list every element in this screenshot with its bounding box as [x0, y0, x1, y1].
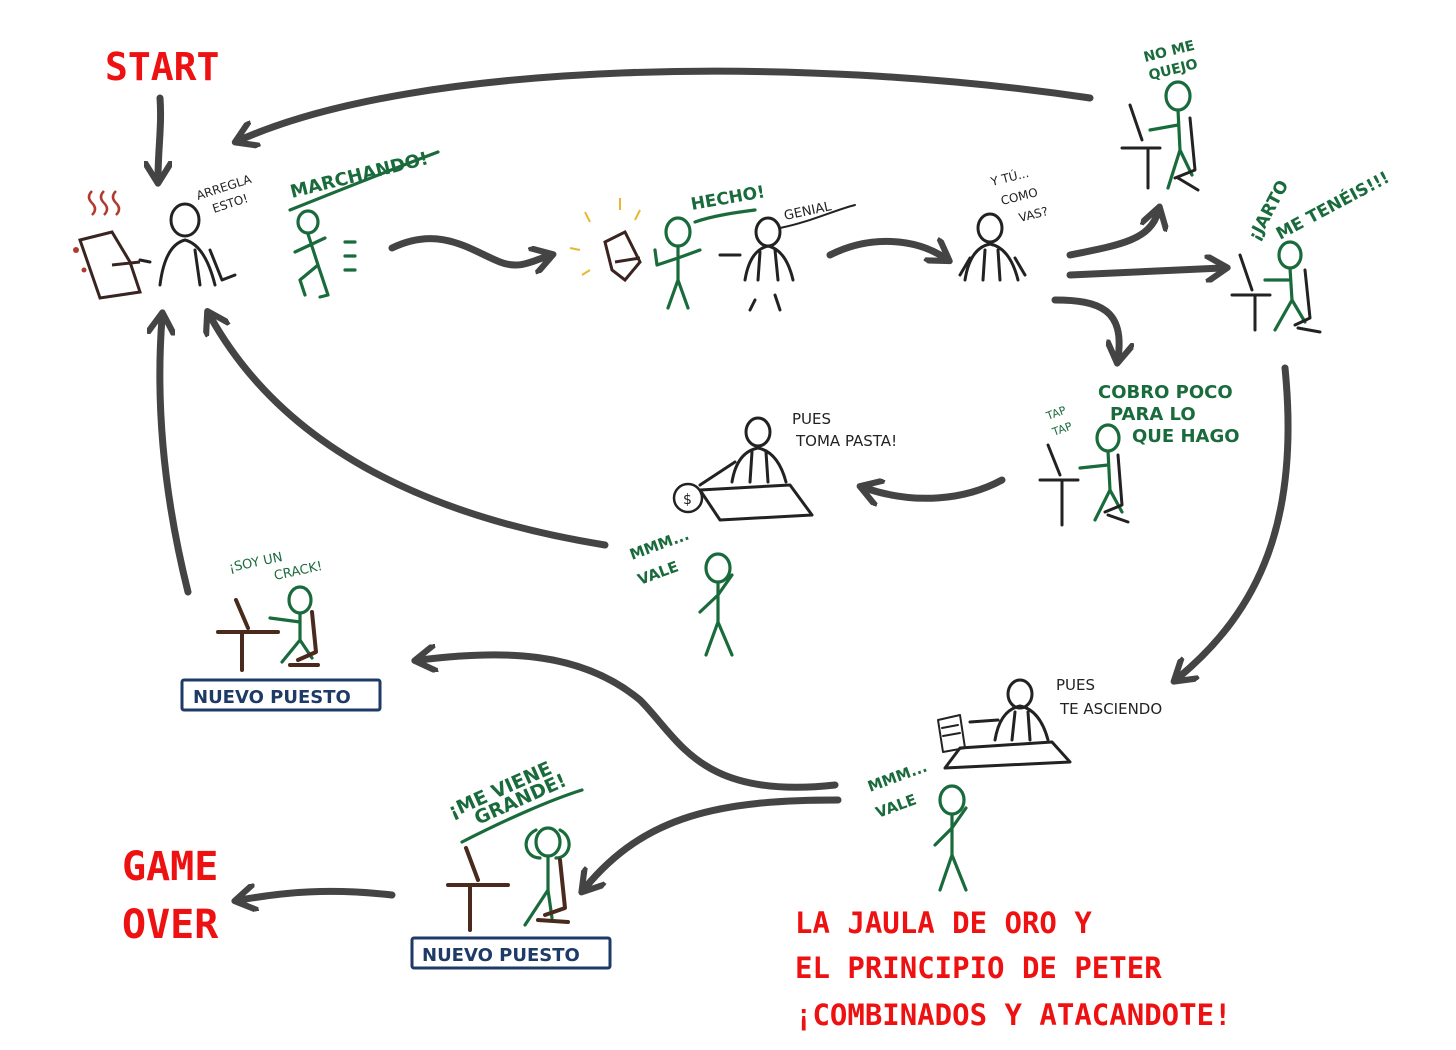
- broken-laptop-icon: [78, 230, 142, 300]
- arrow-to-question: [826, 241, 945, 258]
- desk-icon-2: [1230, 253, 1272, 332]
- arrow-start-down: [158, 94, 161, 178]
- bubble-cobro-1: COBRO POCO: [1098, 382, 1233, 403]
- chair-icon-crack: [288, 610, 320, 667]
- game-over-line-1: GAME: [122, 844, 218, 890]
- scene-cobro-poco: COBRO POCO PARA LO QUE HAGO TAP TAP: [1038, 382, 1240, 527]
- running-figure: [293, 209, 330, 299]
- bubble-marchando: MARCHANDO!: [288, 148, 430, 203]
- hecho-underline: [693, 208, 757, 224]
- nuevo-puesto-box-2: [410, 936, 612, 970]
- worker-figure-nomequejo: [1148, 80, 1194, 190]
- scene-te-asciendo: PUES TE ASCIENDO: [937, 676, 1162, 770]
- scene-hecho-genial: HECHO! GENIAL: [569, 182, 856, 312]
- arrow-vale-to-grande: [585, 796, 842, 888]
- boss-figure-1: [138, 202, 237, 287]
- nuevo-puesto-box-1: [180, 678, 382, 712]
- worker-figure-crack: [268, 585, 314, 664]
- speed-lines: [343, 240, 357, 272]
- glow-rays: [569, 198, 641, 276]
- bubble-mmm-vale-1-a: MMM...: [627, 526, 691, 564]
- scene-me-viene-grande: ¡ME VIENE GRANDE! NUEVO PUESTO: [410, 757, 612, 970]
- caption-line-2: EL PRINCIPIO DE PETER: [795, 951, 1162, 985]
- worker-figure-grande: [523, 826, 571, 927]
- scene-ytu-comovas: Y TÚ... COMO VAS?: [958, 165, 1049, 282]
- nuevo-puesto-label-1: NUEVO PUESTO: [193, 687, 351, 708]
- money-bag-icon: [672, 482, 704, 514]
- steam-icon: [87, 190, 121, 216]
- arrow-to-paymoney: [865, 476, 1006, 498]
- scene-soy-crack: ¡SOY UN CRACK! NUEVO PUESTO: [180, 550, 382, 712]
- bubble-mmm-vale-2-a: MMM...: [865, 758, 929, 796]
- chair-icon-grande: [536, 858, 570, 924]
- boss-figure-pasta: [698, 416, 788, 487]
- fixed-laptop-icon: [603, 229, 642, 283]
- bubble-asciendo-2: TE ASCIENDO: [1059, 700, 1162, 718]
- desk-icon-pasta: [698, 483, 814, 522]
- spark-dots: [73, 247, 79, 253]
- bubble-taptap-1: TAP: [1044, 404, 1069, 424]
- nuevo-puesto-label-2: NUEVO PUESTO: [422, 945, 580, 966]
- boss-figure-question: [958, 212, 1027, 282]
- arrow-vale-to-crack: [420, 655, 839, 791]
- bubble-ytu-3: VAS?: [1017, 204, 1049, 225]
- boss-figure-asciendo: [968, 678, 1050, 742]
- bubble-taptap-2: TAP: [1050, 420, 1075, 440]
- marchando-underline: [288, 150, 440, 212]
- scene-no-me-quejo: NO ME QUEJO: [1120, 38, 1200, 192]
- worker-figure-vale-2: [933, 784, 968, 892]
- scene-broken-laptop: ARREGLA ESTO!: [73, 172, 254, 300]
- caption-line-3: ¡COMBINADOS Y ATACANDOTE!: [795, 998, 1232, 1032]
- caption-line-1: LA JAULA DE ORO Y: [795, 906, 1092, 940]
- desk-icon-1: [1120, 103, 1162, 190]
- desk-icon-crack: [216, 598, 280, 672]
- arrow-to-cobro: [1051, 296, 1119, 358]
- money-bag-symbol: $: [683, 492, 692, 508]
- bubble-asciendo-1: PUES: [1056, 676, 1095, 694]
- bubble-harto-2: ME TENÉIS!!!: [1272, 166, 1393, 244]
- bubble-ytu-2: COMO: [999, 185, 1039, 208]
- arrow-to-gameover: [240, 891, 396, 900]
- scene-marchando: MARCHANDO!: [288, 148, 440, 299]
- bubble-pues-toma-2: TOMA PASTA!: [795, 432, 897, 450]
- scene-mmm-vale-2: MMM... VALE: [865, 758, 968, 892]
- arrow-top-return: [240, 67, 1094, 140]
- scene-harto: ¡JARTO ME TENÉIS!!!: [1230, 166, 1393, 334]
- scene-toma-pasta: $ PUES TOMA PASTA!: [672, 410, 897, 522]
- arrow-to-nomequejo: [1066, 212, 1158, 259]
- genial-underline: [779, 204, 856, 229]
- chair-icon-1: [1173, 116, 1200, 192]
- arrow-to-done: [388, 235, 548, 265]
- flow-arrows: [158, 67, 1292, 900]
- start-label: START: [105, 45, 219, 89]
- desk-icon-grande: [446, 846, 510, 932]
- game-over-line-2: OVER: [122, 902, 219, 948]
- desk-icon-3: [1038, 443, 1080, 527]
- arrow-vale-return: [210, 316, 609, 549]
- bubble-cobro-3: QUE HAGO: [1132, 426, 1240, 447]
- worker-figure-cobro: [1078, 423, 1124, 522]
- boss-figure-genial: [718, 216, 795, 312]
- bubble-ytu-1: Y TÚ...: [988, 165, 1030, 189]
- spark-dots-2: [81, 267, 87, 273]
- worker-figure-vale-1: [698, 552, 734, 657]
- desk-icon-asciendo: [943, 740, 1072, 770]
- arrow-harto-down: [1178, 364, 1292, 678]
- bubble-pues-toma-1: PUES: [792, 410, 831, 428]
- worker-figure-harto: [1263, 240, 1307, 332]
- bubble-mmm-vale-1-b: VALE: [635, 557, 681, 588]
- scene-mmm-vale-1: MMM... VALE: [627, 526, 734, 657]
- bubble-cobro-2: PARA LO: [1110, 404, 1196, 425]
- chair-icon-2: [1293, 268, 1322, 334]
- arrow-to-harto: [1066, 268, 1222, 275]
- worker-figure-hecho: [653, 216, 702, 310]
- me-viene-underline: [460, 788, 584, 844]
- chair-icon-3: [1103, 453, 1130, 524]
- arrow-crack-return: [160, 318, 192, 596]
- bubble-mmm-vale-2-b: VALE: [873, 790, 919, 821]
